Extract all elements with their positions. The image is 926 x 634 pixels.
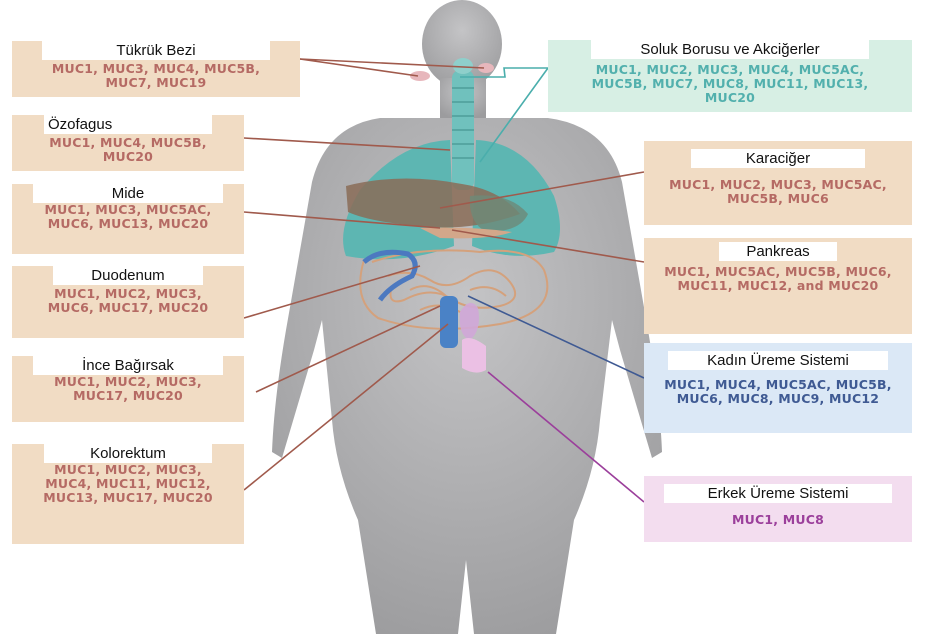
label-box-esophagus: Özofagus MUC1, MUC4, MUC5B, MUC20	[12, 115, 244, 171]
label-genes-pancreas: MUC1, MUC5AC, MUC5B, MUC6, MUC11, MUC12,…	[663, 261, 893, 293]
label-box-pancreas: Pankreas MUC1, MUC5AC, MUC5B, MUC6, MUC1…	[644, 238, 912, 334]
label-genes-stomach: MUC1, MUC3, MUC5AC, MUC6, MUC13, MUC20	[44, 203, 212, 231]
label-box-duodenum: Duodenum MUC1, MUC2, MUC3, MUC6, MUC17, …	[12, 266, 244, 338]
label-box-small-intestine: İnce Bağırsak MUC1, MUC2, MUC3, MUC17, M…	[12, 356, 244, 422]
label-title-female-reproductive: Kadın Üreme Sistemi	[668, 351, 888, 370]
label-genes-esophagus: MUC1, MUC4, MUC5B, MUC20	[48, 134, 208, 164]
label-title-trachea-lungs: Soluk Borusu ve Akciğerler	[591, 40, 869, 59]
label-box-stomach: Mide MUC1, MUC3, MUC5AC, MUC6, MUC13, MU…	[12, 184, 244, 254]
label-genes-small-intestine: MUC1, MUC2, MUC3, MUC17, MUC20	[43, 375, 213, 403]
label-genes-liver: MUC1, MUC2, MUC3, MUC5AC, MUC5B, MUC6	[658, 168, 898, 206]
label-box-liver: Karaciğer MUC1, MUC2, MUC3, MUC5AC, MUC5…	[644, 141, 912, 225]
label-genes-male-reproductive: MUC1, MUC8	[678, 503, 878, 527]
label-title-stomach: Mide	[33, 184, 223, 203]
label-genes-salivary-gland: MUC1, MUC3, MUC4, MUC5B, MUC7, MUC19	[51, 60, 261, 90]
label-genes-colorectum: MUC1, MUC2, MUC3, MUC4, MUC11, MUC12, MU…	[40, 463, 216, 505]
label-title-duodenum: Duodenum	[53, 266, 203, 285]
label-title-esophagus: Özofagus	[44, 115, 212, 134]
label-title-pancreas: Pankreas	[719, 242, 837, 261]
label-title-small-intestine: İnce Bağırsak	[33, 356, 223, 375]
label-box-trachea-lungs: Soluk Borusu ve Akciğerler MUC1, MUC2, M…	[548, 40, 912, 112]
label-title-salivary-gland: Tükrük Bezi	[42, 41, 270, 60]
label-box-female-reproductive: Kadın Üreme Sistemi MUC1, MUC4, MUC5AC, …	[644, 343, 912, 433]
label-genes-trachea-lungs: MUC1, MUC2, MUC3, MUC4, MUC5AC, MUC5B, M…	[580, 59, 880, 105]
label-genes-duodenum: MUC1, MUC2, MUC3, MUC6, MUC17, MUC20	[43, 285, 213, 315]
label-title-male-reproductive: Erkek Üreme Sistemi	[664, 484, 892, 503]
label-title-colorectum: Kolorektum	[44, 444, 212, 463]
label-box-colorectum: Kolorektum MUC1, MUC2, MUC3, MUC4, MUC11…	[12, 444, 244, 544]
rectum	[440, 296, 458, 348]
label-title-liver: Karaciğer	[691, 149, 865, 168]
label-box-salivary-gland: Tükrük Bezi MUC1, MUC3, MUC4, MUC5B, MUC…	[12, 41, 300, 97]
label-genes-female-reproductive: MUC1, MUC4, MUC5AC, MUC5B, MUC6, MUC8, M…	[658, 370, 898, 406]
label-box-male-reproductive: Erkek Üreme Sistemi MUC1, MUC8	[644, 476, 912, 542]
